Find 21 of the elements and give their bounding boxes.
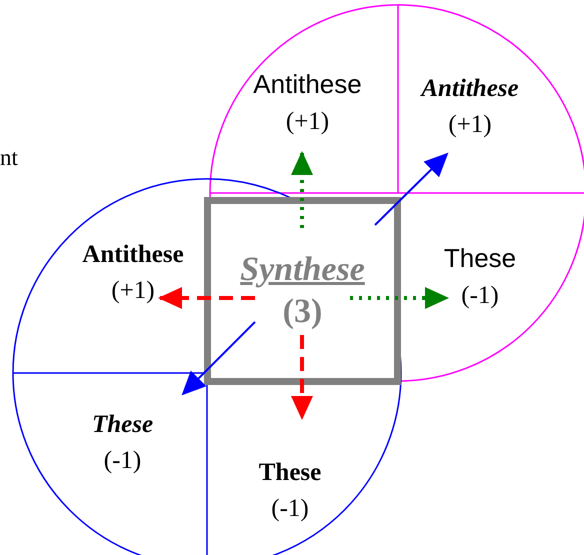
- term-label: Synthese: [240, 250, 365, 290]
- arrow: [291, 151, 313, 228]
- arrow: [350, 287, 449, 309]
- term-label: These: [444, 242, 516, 276]
- synthesis-box: [204, 197, 401, 385]
- score-label: (+1): [111, 276, 155, 306]
- term-label: These: [258, 458, 322, 488]
- score-label: (-1): [271, 494, 309, 524]
- term-label: Antithese: [421, 74, 519, 104]
- score-label: (3): [282, 292, 322, 332]
- arrow: [291, 335, 313, 420]
- term-label: These: [92, 410, 154, 440]
- cut-off-text: nt: [0, 145, 18, 171]
- score-label: (-1): [104, 446, 142, 476]
- score-label: (-1): [461, 280, 499, 311]
- term-label: Antithese: [253, 68, 362, 102]
- arrow: [158, 287, 255, 309]
- score-label: (+1): [286, 106, 330, 137]
- score-label: (+1): [448, 110, 492, 140]
- arrow: [182, 321, 256, 396]
- term-label: Antithese: [82, 240, 184, 270]
